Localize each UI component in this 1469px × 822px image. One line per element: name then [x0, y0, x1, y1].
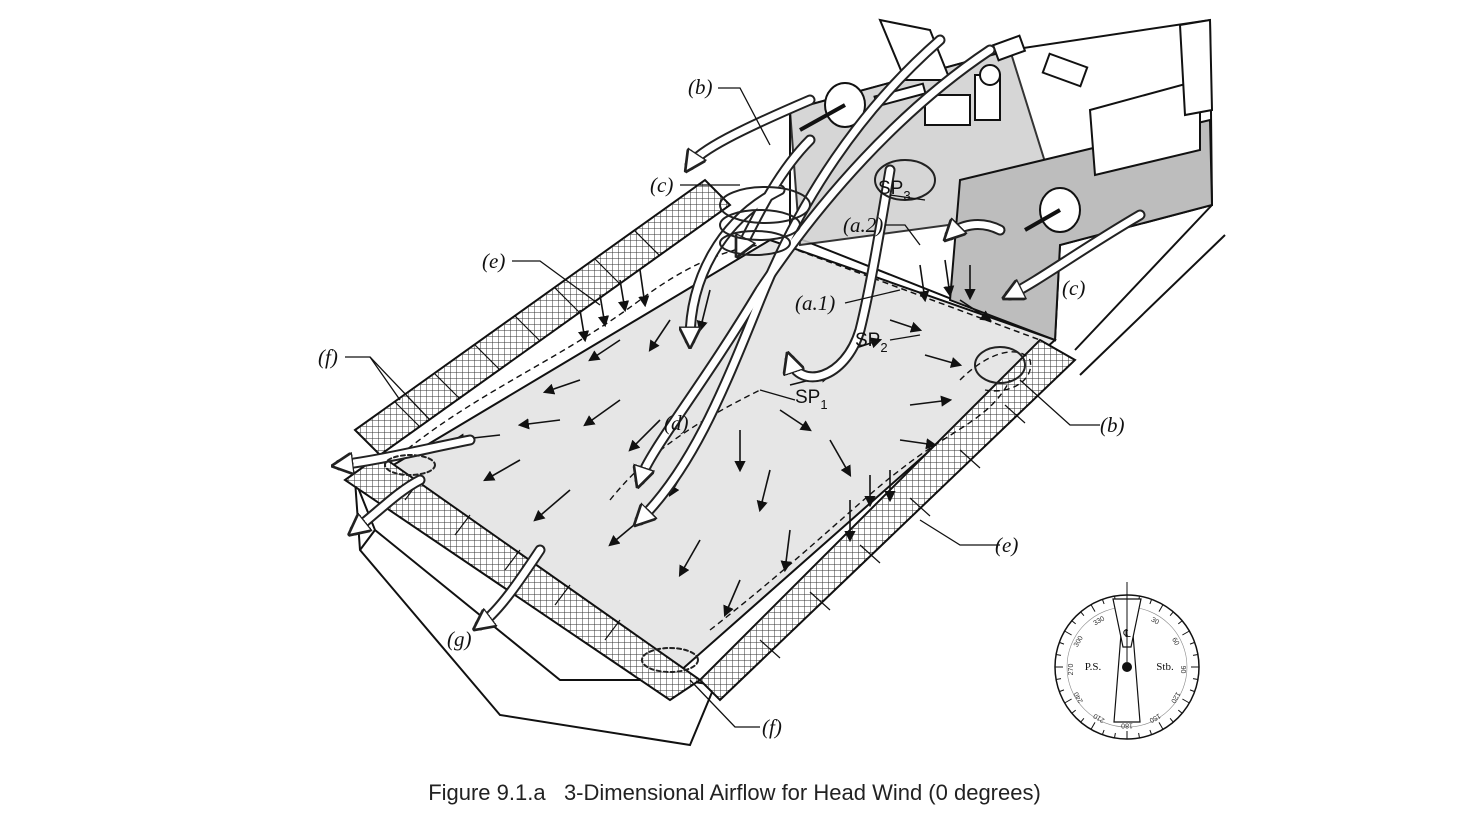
label-b-right: (b) — [1100, 413, 1125, 437]
wind-compass: 360306090120150180210240270300330 P.S. S… — [1054, 582, 1200, 740]
compass-tick — [1101, 599, 1105, 605]
compass-tick — [1059, 689, 1065, 693]
compass-tick — [1056, 678, 1062, 680]
centerline-symbol: ℄ — [1122, 628, 1130, 640]
sp1-label: SP1 — [795, 387, 828, 412]
compass-tick — [1158, 722, 1164, 730]
stagnation-points: SP3 SP2 SP1 — [795, 178, 911, 412]
compass-tick — [1189, 689, 1195, 693]
compass-tick — [1114, 732, 1116, 738]
compass-tick-label: 210 — [1092, 712, 1106, 724]
compass-tick — [1149, 729, 1153, 735]
compass-tick — [1182, 630, 1190, 636]
compass-tick — [1071, 709, 1077, 714]
compass-tick — [1158, 604, 1164, 612]
compass-tick — [1192, 678, 1198, 680]
surface-flow-arrows — [452, 259, 992, 618]
callout-labels: (b) (c) (e) (f) (a.2) (a.1) (c) (b) (d) … — [318, 75, 1125, 739]
sp3-label: SP3 — [878, 178, 911, 203]
figure-caption: Figure 9.1.a 3-Dimensional Airflow for H… — [0, 780, 1469, 806]
label-e-left: (e) — [482, 249, 505, 273]
compass-tick-label: 180 — [1121, 722, 1133, 729]
label-f-bottom: (f) — [762, 715, 782, 739]
sp2-label: SP2 — [855, 330, 888, 355]
compass-tick — [1169, 611, 1174, 617]
figure-title: 3-Dimensional Airflow for Head Wind (0 d… — [563, 780, 1041, 805]
compass-tick — [1059, 641, 1065, 645]
label-d: (d) — [664, 411, 689, 435]
compass-tick-label: 60 — [1170, 637, 1180, 647]
compass-tick — [1177, 709, 1183, 714]
compass-tick — [1071, 620, 1077, 625]
compass-tick-label: 120 — [1169, 690, 1181, 704]
label-f-left: (f) — [318, 345, 338, 369]
label-c-left: (c) — [650, 173, 673, 197]
compass-tick — [1090, 722, 1096, 730]
compass-tick-label: 330 — [1092, 615, 1106, 627]
label-e-right: (e) — [995, 533, 1018, 557]
port-label: P.S. — [1085, 661, 1102, 673]
label-c-right: (c) — [1062, 276, 1085, 300]
compass-tick — [1080, 717, 1085, 723]
compass-center — [1122, 662, 1132, 672]
compass-tick — [1177, 620, 1183, 625]
starboard-label: Stb. — [1156, 661, 1174, 673]
compass-tick — [1189, 641, 1195, 645]
compass-tick — [1064, 630, 1072, 636]
compass-tick — [1182, 698, 1190, 704]
compass-tick — [1149, 599, 1153, 605]
compass-tick — [1138, 732, 1140, 738]
compass-tick-label: 270 — [1068, 664, 1075, 676]
compass-tick — [1064, 698, 1072, 704]
compass-tick — [1192, 654, 1198, 656]
compass-tick-label: 300 — [1073, 635, 1085, 649]
compass-tick-label: 30 — [1150, 616, 1160, 626]
leader-lines — [345, 87, 1100, 728]
compass-tick — [1101, 729, 1105, 735]
label-a2: (a.2) — [843, 213, 883, 237]
compass-tick — [1090, 604, 1096, 612]
compass-tick — [1169, 717, 1174, 723]
label-g: (g) — [447, 627, 472, 651]
label-b-top: (b) — [688, 75, 713, 99]
airflow-ribbons — [340, 34, 1146, 673]
figure-number: Figure 9.1.a — [428, 780, 546, 805]
compass-tick-label: 90 — [1179, 666, 1186, 674]
compass-tick — [1056, 654, 1062, 656]
compass-tick-label: 240 — [1073, 690, 1085, 704]
compass-tick-label: 150 — [1148, 712, 1162, 724]
compass-tick — [1080, 611, 1085, 617]
label-a1: (a.1) — [795, 291, 835, 315]
